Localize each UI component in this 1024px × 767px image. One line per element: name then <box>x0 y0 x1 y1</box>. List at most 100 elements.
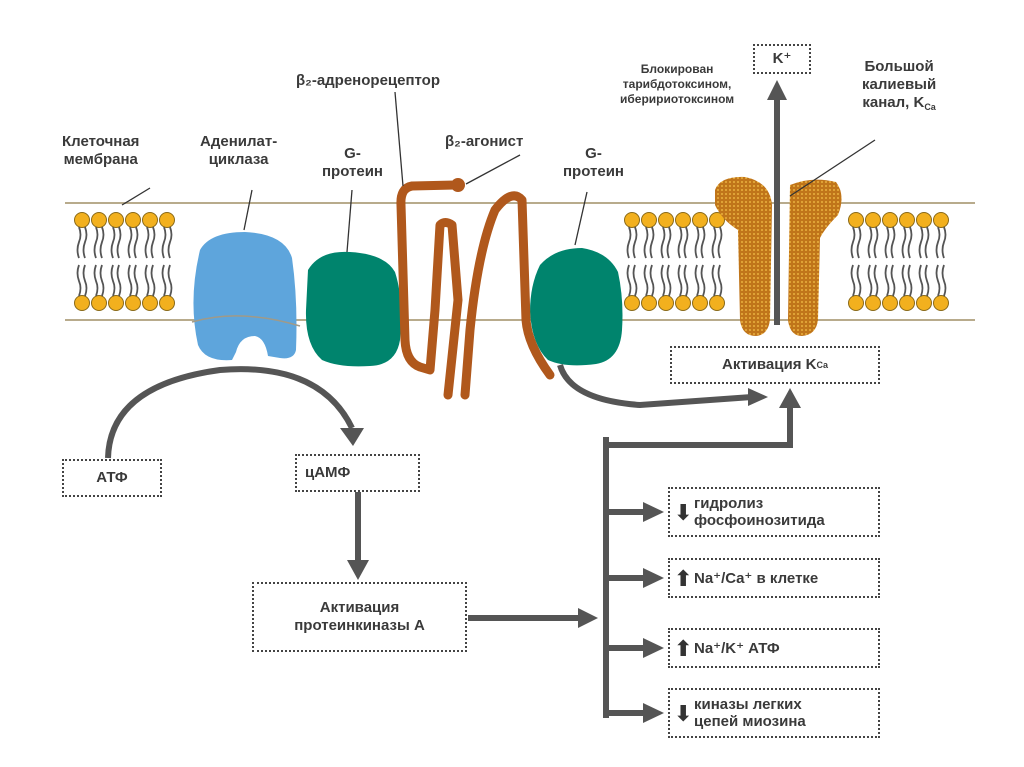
lipid-tail <box>717 264 723 297</box>
lipid-tail <box>884 226 890 259</box>
lipid-tail <box>82 226 88 259</box>
lipid-head <box>933 295 949 311</box>
lipid-tail <box>856 264 862 297</box>
atp-to-camp-arrow <box>105 366 355 459</box>
lipid-tail <box>901 226 907 259</box>
lipid-tail <box>935 226 941 259</box>
camp-box: цАМФ <box>295 454 420 492</box>
box-text: Активация K <box>722 356 817 373</box>
label-line: Большой <box>864 58 934 75</box>
effect-text-line: Na⁺/K⁺ АТФ <box>694 639 780 657</box>
up-arrow-icon: ⬆ <box>674 635 693 661</box>
bus-to-kca-arrow <box>606 405 793 448</box>
atp-box: АТФ <box>62 459 162 497</box>
lipid-head <box>159 212 175 228</box>
lipid-tail <box>643 226 649 259</box>
effect-branch-arrowhead <box>643 703 664 723</box>
pka-arrowhead <box>347 560 369 580</box>
lipid-tail <box>99 264 105 297</box>
lipid-tail <box>856 226 862 259</box>
lipid-tail <box>941 226 947 259</box>
label-text: канал, K <box>862 94 925 111</box>
label-beta2-agonist: β₂-агонист <box>445 133 524 150</box>
lipid-bilayers <box>74 212 949 311</box>
lipid-tail <box>167 264 173 297</box>
lipid-tail <box>127 226 133 259</box>
up-arrow-icon: ⬆ <box>674 565 693 591</box>
lipid-tail <box>649 264 655 297</box>
lipid-tail <box>907 226 913 259</box>
lipid-head <box>91 295 107 311</box>
k-channel-right-shape <box>788 179 842 336</box>
lipid-tail <box>901 264 907 297</box>
lipid-tail <box>890 264 896 297</box>
lipid-tail <box>632 226 638 259</box>
lipid-tail <box>700 226 706 259</box>
label-line: G- <box>585 145 602 162</box>
lipid-head <box>899 212 915 228</box>
lipid-tail <box>150 226 156 259</box>
lipid-head <box>709 295 725 311</box>
label-g-protein-left: G- протеин <box>322 145 383 181</box>
lipid-tail <box>867 264 873 297</box>
lipid-head <box>108 295 124 311</box>
lipid-tail <box>717 226 723 259</box>
lipid-tail <box>918 264 924 297</box>
leader-lines <box>121 91 876 253</box>
box-line: протеинкиназы А <box>294 617 425 634</box>
lipid-tail <box>626 226 632 259</box>
down-arrow-icon: ⬇ <box>674 499 693 525</box>
lipid-tail <box>161 226 167 259</box>
lipid-tail <box>867 226 873 259</box>
box-line: Активация <box>319 599 400 616</box>
effect-branch-arrowhead <box>643 502 664 522</box>
lipid-tail <box>127 264 133 297</box>
lipid-tail <box>110 226 116 259</box>
label-line: протеин <box>563 163 624 180</box>
pka-activation-box: Активация протеинкиназы А <box>252 582 467 652</box>
lipid-tail <box>850 226 856 259</box>
label-cell-membrane: Клеточная мембрана <box>62 133 139 169</box>
lipid-tail <box>76 226 82 259</box>
label-big-k-channel: Большой калиевый канал, KCa <box>862 58 936 116</box>
label-blocked-by: Блокирован тарибдотоксином, иберириотокс… <box>620 62 734 107</box>
lipid-head <box>74 295 90 311</box>
effect-branches <box>606 502 664 723</box>
lipid-tail <box>93 226 99 259</box>
effect-text-line: цепей миозина <box>694 713 806 730</box>
lipid-head <box>916 295 932 311</box>
pka-to-effects-arrowhead <box>578 608 598 628</box>
lipid-head <box>641 295 657 311</box>
lipid-tail <box>161 264 167 297</box>
lipid-head <box>933 212 949 228</box>
lipid-tail <box>850 264 856 297</box>
lipid-tail <box>711 226 717 259</box>
label-line: Аденилат- <box>200 133 278 150</box>
effect-text-line: гидролиз <box>694 495 764 512</box>
lipid-tail <box>941 264 947 297</box>
lipid-head <box>882 295 898 311</box>
effect-branch-arrowhead <box>643 568 664 588</box>
lipid-tail <box>666 226 672 259</box>
effect-text: Na⁺/K⁺ АТФ <box>694 640 780 657</box>
lipid-tail <box>643 264 649 297</box>
lipid-head <box>624 212 640 228</box>
lipid-tail <box>683 264 689 297</box>
effect-text-line: фосфоинозитида <box>694 512 825 529</box>
lipid-head <box>142 212 158 228</box>
lipid-tail <box>133 226 139 259</box>
lipid-head <box>675 212 691 228</box>
lipid-tail <box>144 226 150 259</box>
k-channel-left-shape <box>715 176 772 336</box>
lipid-tail <box>144 264 150 297</box>
lipid-head <box>899 295 915 311</box>
agonist-binding-site <box>451 178 465 192</box>
lipid-tail <box>660 264 666 297</box>
label-beta2-receptor: β₂-адренорецептор <box>296 72 441 89</box>
lipid-tail <box>150 264 156 297</box>
label-line: Клеточная <box>62 133 140 150</box>
